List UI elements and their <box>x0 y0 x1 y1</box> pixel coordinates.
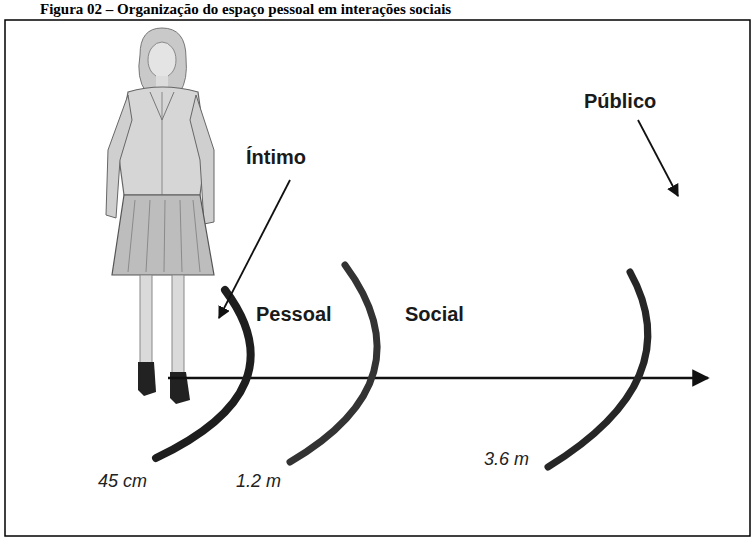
zone-label: Pessoal <box>256 303 332 326</box>
woman-figure <box>106 28 214 404</box>
leader-arrow <box>219 180 290 318</box>
personal-arc <box>290 265 377 462</box>
zone-label: Social <box>405 303 464 326</box>
zone-label: Íntimo <box>246 146 306 169</box>
distance-label: 45 cm <box>98 471 147 492</box>
distance-label: 1.2 m <box>236 471 281 492</box>
figure-title: Figura 02 – Organização do espaço pessoa… <box>40 1 451 18</box>
social-arc <box>548 272 648 467</box>
intimate-arc <box>156 290 251 458</box>
figure-frame <box>5 20 750 536</box>
distance-label: 3.6 m <box>484 449 529 470</box>
zone-label: Público <box>584 90 656 113</box>
leader-arrow <box>638 120 678 196</box>
